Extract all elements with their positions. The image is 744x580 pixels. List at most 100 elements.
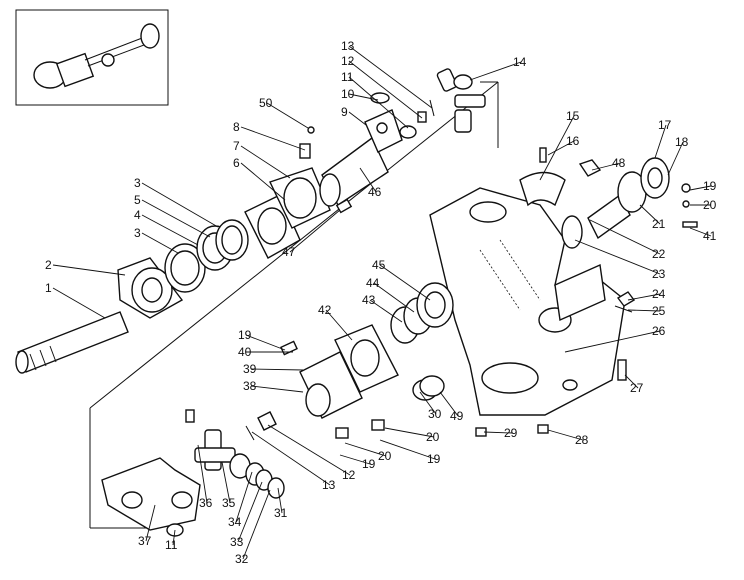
leader-c44 [373,282,415,313]
callout-c12b: 12 [342,468,356,482]
callout-c8: 8 [233,120,240,134]
cross-body [454,94,486,108]
yoke-38-bore [305,383,331,417]
leader-c24 [627,293,661,301]
callout-c20c: 20 [378,449,392,463]
callout-c20a: 20 [703,198,717,212]
washer-11 [399,125,417,139]
cross-lower-horizontal [194,447,236,463]
callout-c44: 44 [366,276,380,290]
leader-c19a [689,185,712,191]
seal-23 [561,215,583,249]
leader-c35 [221,461,231,504]
leader-c6 [240,162,286,201]
callout-c19c: 19 [427,452,441,466]
leader-c42 [325,309,353,341]
leader-c26 [564,330,661,353]
leader-c46 [359,167,377,193]
leader-c27 [624,374,639,389]
callout-c47: 47 [282,245,296,259]
leader-c22 [589,219,661,255]
leader-c12b [267,424,351,476]
leader-c50 [266,102,309,129]
part-cups-right [519,147,602,207]
shim-49 [419,375,445,397]
leader-c14 [469,61,522,81]
leader-c18 [667,141,684,176]
part-pinion-assembly [561,157,698,381]
part-main-housing [429,187,626,416]
leader-c10 [348,93,379,101]
leader-c29 [483,431,513,434]
callout-c3b: 3 [134,226,141,240]
leader-c47 [289,209,341,253]
callout-c16: 16 [566,134,580,148]
leader-c2 [52,264,126,276]
leader-c39 [250,368,304,371]
callout-c24: 24 [652,287,666,301]
cross-cup-a [436,68,458,92]
callout-c11a: 11 [341,70,354,84]
cross-cup-b [454,109,472,133]
callout-c14: 14 [513,55,527,69]
fitting-36 [185,409,195,423]
callout-c13a: 13 [341,39,355,53]
callout-c41: 41 [703,229,717,243]
housing-top-bore [469,201,507,223]
inset-frame [15,9,169,106]
leader-c28 [547,429,584,441]
callout-c22: 22 [652,247,666,261]
ring-stack-left [164,219,249,293]
leader-c7 [240,145,291,179]
leader-c36 [197,444,208,504]
callout-c19d: 19 [362,457,376,471]
pin-13-lower [245,425,255,441]
leader-c20b [384,427,435,438]
leader-c33 [237,481,263,543]
yoke-tube-end [319,173,341,207]
housing-bottom-bore [481,362,539,394]
leader-c49 [439,391,459,417]
nut-12 [417,111,427,123]
part-cross-upper [436,68,486,133]
leader-c31 [277,487,283,514]
callout-c20b: 20 [426,430,440,444]
callout-c31: 31 [274,506,288,520]
callout-c9: 9 [341,105,348,119]
part-yoke-upper [319,92,435,207]
yoke-37-hole-b [171,491,193,509]
leader-c20c [344,442,387,457]
part-yoke-lower [280,324,399,439]
bolt-20-lower [335,427,349,439]
callout-c33: 33 [230,535,244,549]
leader-c34 [235,471,253,523]
cap-31 [267,477,285,499]
spline-3 [49,345,57,363]
housing-plug [562,379,578,391]
leader-lines [52,45,712,560]
bolt-20-lower-b [371,419,385,431]
yoke-37-hole-a [121,491,143,509]
callout-c6: 6 [233,156,240,170]
callout-c21: 21 [652,217,666,231]
part-shims [412,375,445,401]
yoke-ear-hole [376,122,388,134]
callout-c15: 15 [566,109,580,123]
cap-bore [283,177,317,219]
callout-c39: 39 [243,362,257,376]
bolt-19-right [681,183,691,193]
pinion-shaft [587,193,631,240]
callout-c25: 25 [652,304,666,318]
part-flange [117,257,184,319]
callout-c23: 23 [652,267,666,281]
leader-c11b [172,529,176,546]
leader-c17 [654,124,667,159]
leader-c13b [251,431,331,486]
leader-c48 [591,162,621,171]
leader-c19c [379,439,436,460]
leader-c30 [419,391,437,415]
yoke-37 [101,457,201,531]
gasket-hole [257,207,287,245]
leader-c41 [689,227,712,237]
